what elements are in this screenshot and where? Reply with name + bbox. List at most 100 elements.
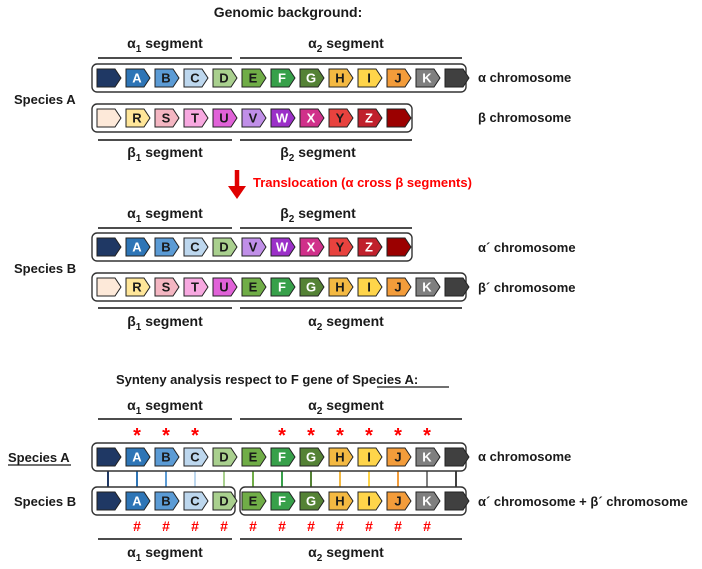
gene-letter: C bbox=[190, 240, 200, 255]
gene-j: J bbox=[386, 277, 412, 297]
species-a-label: Species A bbox=[14, 92, 76, 107]
star-marker: * bbox=[307, 425, 315, 447]
gene-letter: E bbox=[249, 71, 258, 86]
gene-end-cap bbox=[96, 68, 122, 88]
segment-label-beta1: β1 segment bbox=[127, 144, 203, 164]
gene-end-cap bbox=[96, 237, 122, 257]
gene-letter: B bbox=[161, 71, 170, 86]
hash-marker: # bbox=[220, 518, 228, 534]
gene-i: I bbox=[357, 277, 383, 297]
gene-letter: B bbox=[161, 450, 170, 465]
alpha-prime-chromosome-label: α´ chromosome bbox=[478, 240, 576, 255]
gene-a: A bbox=[125, 491, 151, 511]
svg-text:α2 segment: α2 segment bbox=[308, 397, 384, 417]
star-marker: * bbox=[191, 425, 199, 447]
gene-f: F bbox=[270, 277, 296, 297]
hash-marker: # bbox=[278, 518, 286, 534]
gene-c: C bbox=[183, 447, 209, 467]
gene-letter: I bbox=[367, 280, 371, 295]
syntenic-hash-markers: ########### bbox=[133, 518, 431, 534]
gene-letter: J bbox=[394, 280, 401, 295]
gene-letter: D bbox=[219, 494, 228, 509]
gene-w: W bbox=[270, 108, 296, 128]
svg-text:α1 segment: α1 segment bbox=[127, 205, 203, 225]
gene-end-cap bbox=[96, 277, 122, 297]
beta-prime-chromosome-label: β´ chromosome bbox=[478, 280, 576, 295]
segment-label-alpha2-synteny: α2 segment bbox=[308, 397, 384, 417]
gene-end-cap bbox=[386, 237, 412, 257]
gene-j: J bbox=[386, 491, 412, 511]
star-marker: * bbox=[394, 425, 402, 447]
gene-y: Y bbox=[328, 108, 354, 128]
segment-label-beta2-top: β2 segment bbox=[280, 144, 356, 164]
gene-h: H bbox=[328, 277, 354, 297]
gene-letter: Z bbox=[365, 111, 373, 126]
gene-letter: Y bbox=[336, 111, 345, 126]
translocation-arrow bbox=[228, 170, 246, 199]
gene-t: T bbox=[183, 108, 209, 128]
gene-letter: D bbox=[219, 450, 228, 465]
genomic-background-heading: Genomic background: bbox=[214, 4, 363, 20]
gene-k: K bbox=[415, 491, 441, 511]
star-marker: * bbox=[162, 425, 170, 447]
gene-d: D bbox=[212, 68, 238, 88]
gene-letter: I bbox=[367, 71, 371, 86]
gene-j: J bbox=[386, 447, 412, 467]
gene-k: K bbox=[415, 277, 441, 297]
gene-letter: G bbox=[306, 71, 316, 86]
gene-end-cap bbox=[96, 447, 122, 467]
gene-g: G bbox=[299, 491, 325, 511]
gene-b: B bbox=[154, 447, 180, 467]
gene-end-cap bbox=[444, 491, 470, 511]
gene-a: A bbox=[125, 447, 151, 467]
gene-letter: B bbox=[161, 240, 170, 255]
translocation-label: Translocation (α cross β segments) bbox=[253, 175, 472, 190]
gene-x: X bbox=[299, 108, 325, 128]
gene-h: H bbox=[328, 68, 354, 88]
segment-label-alpha2-top: α2 segment bbox=[308, 35, 384, 55]
synteny-alpha-chromosome-label: α chromosome bbox=[478, 449, 571, 464]
hash-marker: # bbox=[394, 518, 402, 534]
svg-text:α1 segment: α1 segment bbox=[127, 544, 203, 564]
gene-letter: J bbox=[394, 450, 401, 465]
gene-b: B bbox=[154, 68, 180, 88]
gene-g: G bbox=[299, 447, 325, 467]
star-marker: * bbox=[133, 425, 141, 447]
gene-end-cap bbox=[96, 491, 122, 511]
gene-letter: Z bbox=[365, 240, 373, 255]
gene-k: K bbox=[415, 68, 441, 88]
star-marker: * bbox=[278, 425, 286, 447]
beta-chromosome-label: β chromosome bbox=[478, 110, 571, 125]
gene-v: V bbox=[241, 237, 267, 257]
gene-letter: C bbox=[190, 494, 200, 509]
gene-u: U bbox=[212, 277, 238, 297]
gene-d: D bbox=[212, 491, 238, 511]
gene-c: C bbox=[183, 68, 209, 88]
hash-marker: # bbox=[133, 518, 141, 534]
gene-letter: V bbox=[249, 111, 258, 126]
gene-letter: E bbox=[249, 450, 258, 465]
gene-end-cap bbox=[386, 108, 412, 128]
gene-a: A bbox=[125, 68, 151, 88]
alpha-chromosome-label: α chromosome bbox=[478, 70, 571, 85]
gene-letter: C bbox=[190, 450, 200, 465]
gene-letter: T bbox=[191, 280, 199, 295]
gene-letter: R bbox=[132, 280, 142, 295]
gene-letter: J bbox=[394, 71, 401, 86]
gene-j: J bbox=[386, 68, 412, 88]
combined-chromosome-label: α´ chromosome + β´ chromosome bbox=[478, 494, 688, 509]
gene-z: Z bbox=[357, 108, 383, 128]
gene-letter: D bbox=[219, 240, 228, 255]
svg-text:α1 segment: α1 segment bbox=[127, 397, 203, 417]
gene-s: S bbox=[154, 277, 180, 297]
gene-a: A bbox=[125, 237, 151, 257]
hash-marker: # bbox=[423, 518, 431, 534]
segment-label-alpha2-bottom: α2 segment bbox=[308, 544, 384, 564]
hash-marker: # bbox=[307, 518, 315, 534]
gene-letter: H bbox=[335, 450, 344, 465]
gene-d: D bbox=[212, 237, 238, 257]
